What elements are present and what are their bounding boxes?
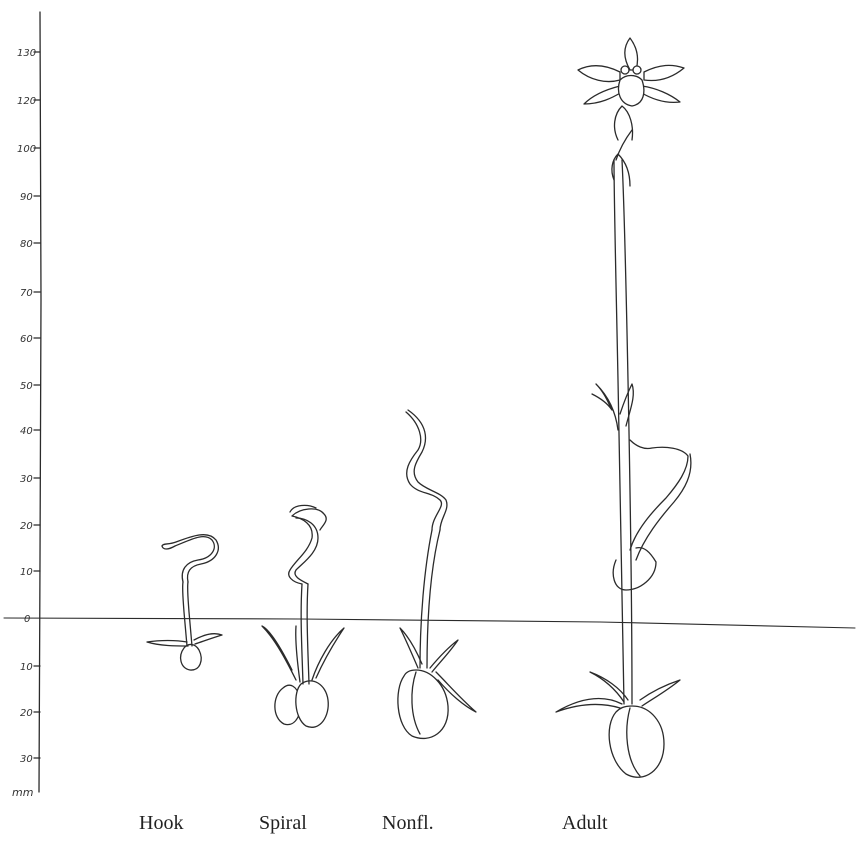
- axis-tick-labels: 130 120 100 90 80 70 60 50 40 30 20 10 0…: [12, 48, 36, 799]
- stage-label-hook: Hook: [139, 812, 184, 834]
- tick-label: 90: [20, 192, 33, 203]
- ground-line: [3, 617, 856, 629]
- axis-ticks: [33, 51, 41, 759]
- tick-label: 20: [20, 708, 33, 719]
- hook-shoot: [161, 534, 219, 583]
- root: [589, 671, 629, 703]
- axis-unit-label: mm: [12, 786, 33, 799]
- leaf: [407, 409, 448, 531]
- tuber-seam: [626, 707, 641, 777]
- root: [261, 625, 297, 681]
- spiral-shoot: [294, 517, 319, 585]
- stem: [426, 529, 441, 669]
- stage-label-adult: Adult: [562, 812, 608, 834]
- tick-label: 30: [20, 754, 33, 765]
- root: [295, 625, 301, 683]
- flower-petal: [624, 37, 639, 71]
- flower-petal: [583, 85, 623, 105]
- root: [429, 639, 459, 673]
- root: [399, 627, 423, 669]
- bract: [615, 129, 633, 161]
- root: [193, 633, 223, 645]
- tuber: [397, 669, 449, 740]
- sheath-leaf: [612, 546, 657, 591]
- stem: [419, 529, 433, 669]
- stage-label-spiral: Spiral: [259, 812, 307, 834]
- flower-petal: [577, 65, 621, 83]
- adult-stage-plant: [555, 37, 692, 778]
- tick-label: 100: [17, 144, 36, 155]
- tick-label: 10: [20, 567, 33, 578]
- stem: [613, 159, 625, 705]
- leaf: [591, 383, 619, 431]
- root: [555, 697, 623, 713]
- flower-callus: [632, 65, 642, 75]
- root: [639, 679, 681, 707]
- tuber: [295, 680, 329, 728]
- root: [311, 627, 345, 681]
- stem: [621, 159, 633, 705]
- flower-petal: [643, 64, 685, 82]
- leaf: [619, 383, 634, 427]
- ovary: [613, 105, 634, 141]
- tick-label: 70: [20, 288, 33, 299]
- tick-label: 50: [20, 381, 33, 392]
- hook-shoot: [161, 536, 215, 583]
- tick-label: 80: [20, 239, 33, 250]
- spiral-shoot: [288, 508, 327, 585]
- tuber-seam: [411, 671, 421, 735]
- tuber: [608, 705, 665, 778]
- tick-label: 30: [20, 474, 33, 485]
- tick-label: 10: [20, 662, 33, 673]
- leaf: [405, 411, 443, 531]
- tuber: [179, 643, 202, 671]
- nonflowering-stage-plant: [397, 409, 477, 740]
- flower-callus: [620, 65, 630, 75]
- root: [435, 671, 477, 713]
- tick-label: 40: [20, 426, 33, 437]
- root: [146, 639, 189, 647]
- stem: [306, 583, 310, 685]
- vertical-axis: [38, 11, 42, 793]
- flower-column: [617, 74, 645, 107]
- leaf: [635, 453, 692, 561]
- leaf: [629, 439, 689, 551]
- tick-label: 0: [24, 614, 30, 625]
- stem: [186, 581, 193, 647]
- stem: [300, 583, 304, 685]
- spiral-stage-plant: [261, 504, 345, 728]
- tuber: [274, 684, 302, 726]
- tick-label: 130: [17, 48, 36, 59]
- spiral-shoot: [289, 504, 317, 513]
- hook-stage-plant: [146, 534, 223, 671]
- tick-label: 20: [20, 521, 33, 532]
- flower-petal: [639, 85, 681, 104]
- stage-label-nonflowering: Nonfl.: [382, 812, 434, 834]
- stem: [181, 581, 188, 647]
- tick-label: 60: [20, 334, 33, 345]
- tick-label: 120: [17, 96, 36, 107]
